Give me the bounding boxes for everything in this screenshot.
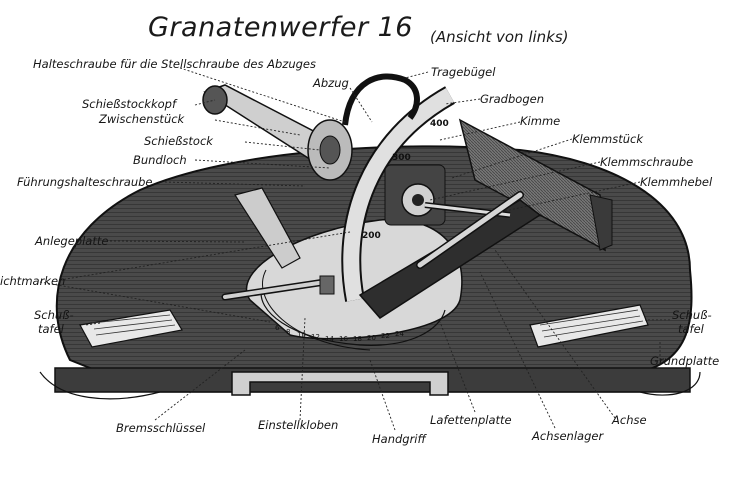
contact-plate [234,187,301,269]
cradle-frame [358,118,613,319]
label-kimme: Kimme [520,114,561,128]
label-schiessstockkopf: Schießstockkopf [82,97,176,111]
dial-num: 16 [339,335,348,343]
label-gradbogen: Gradbogen [480,92,544,106]
label-achse: Achse [612,413,647,427]
label-schusstafel-left-1: Schuß- [34,308,74,322]
brake-key [221,275,335,301]
elevation-arc [341,86,455,302]
label-richtmarken: ichtmarken [0,274,66,288]
figure-subtitle: (Ansicht von links) [430,28,569,46]
arc-tick-300: 300 [392,153,411,163]
dial-num: 22 [381,332,390,340]
traverse-dial [260,269,446,351]
dial-numerals: 6 8 10 12 14 16 18 20 22 24 [275,324,404,343]
range-table-right [529,304,649,348]
clamp-lever [416,191,524,269]
label-schusstafel-right-2: tafel [678,322,704,336]
arc-tick-200: 200 [362,231,381,241]
label-abzug: Abzug [313,76,349,90]
label-zwischenstueck: Zwischenstück [99,112,185,126]
scale-numerals: 400 300 200 [362,119,449,241]
label-klemmstueck: Klemmstück [572,132,643,146]
label-schiessstock: Schießstock [144,134,213,148]
dial-num: 6 [275,324,280,332]
label-halteschraube: Halteschraube für die Stellschraube des … [33,57,316,71]
dial-num: 10 [297,331,306,339]
figure-title: Granatenwerfer 16 [148,12,413,43]
label-schusstafel-left-2: tafel [38,322,64,336]
label-einstellkloben: Einstellkloben [258,418,339,432]
label-anlegeplatte: Anlegeplatte [35,234,109,248]
arc-tick-400: 400 [430,119,449,129]
dial-num: 18 [353,335,362,343]
dial-num: 12 [311,333,320,341]
dial-num: 14 [325,335,334,343]
leader-lines [39,67,670,431]
label-achsenlager: Achsenlager [532,429,604,443]
dial-num: 8 [286,328,290,336]
label-klemmschraube: Klemmschraube [600,155,694,169]
label-fuehrungshalteschraube: Führungshalteschraube [17,175,153,189]
carrying-handle [231,371,449,396]
label-schusstafel-right-1: Schuß- [672,308,712,322]
range-table-left [79,309,183,348]
label-bundloch: Bundloch [133,153,187,167]
dial-num: 20 [367,334,376,342]
label-bremsschluessel: Bremsschlüssel [116,421,206,435]
label-grundplatte: Grundplatte [650,354,720,368]
label-klemmhebel: Klemmhebel [640,175,713,189]
carry-bracket [342,73,420,126]
barrel [202,84,353,181]
label-handgriff: Handgriff [372,432,426,446]
label-lafettenplatte: Lafettenplatte [430,413,512,427]
dial-num: 24 [395,330,404,338]
label-tragebuegel: Tragebügel [431,65,496,79]
